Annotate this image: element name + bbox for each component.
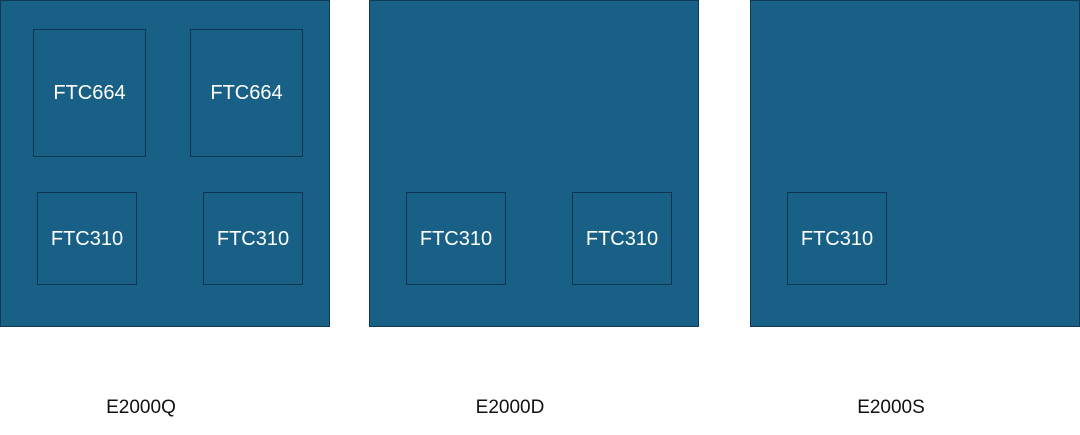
die-label: FTC664 xyxy=(210,82,283,104)
die-label: FTC310 xyxy=(585,227,659,250)
die-label: FTC310 xyxy=(216,227,290,250)
package-e2000d: FTC310 FTC310 xyxy=(369,0,699,327)
package-label-e2000s: E2000S xyxy=(857,397,925,418)
package-label-e2000q: E2000Q xyxy=(106,397,176,418)
die-label: FTC310 xyxy=(419,227,493,250)
die-ftc310-1: FTC310 xyxy=(37,192,137,285)
package-e2000q: FTC664 FTC664 FTC310 FTC310 xyxy=(0,0,330,327)
die-ftc310-1: FTC310 xyxy=(406,192,506,285)
die-label: FTC664 xyxy=(53,82,126,104)
package-e2000s: FTC310 xyxy=(750,0,1080,327)
die-label: FTC310 xyxy=(50,227,124,250)
die-label: FTC310 xyxy=(800,227,874,250)
die-ftc664-2: FTC664 xyxy=(190,29,303,157)
die-ftc310-2: FTC310 xyxy=(203,192,303,285)
die-ftc310-1: FTC310 xyxy=(787,192,887,285)
die-ftc664-1: FTC664 xyxy=(33,29,146,157)
package-label-e2000d: E2000D xyxy=(475,397,545,418)
die-ftc310-2: FTC310 xyxy=(572,192,672,285)
